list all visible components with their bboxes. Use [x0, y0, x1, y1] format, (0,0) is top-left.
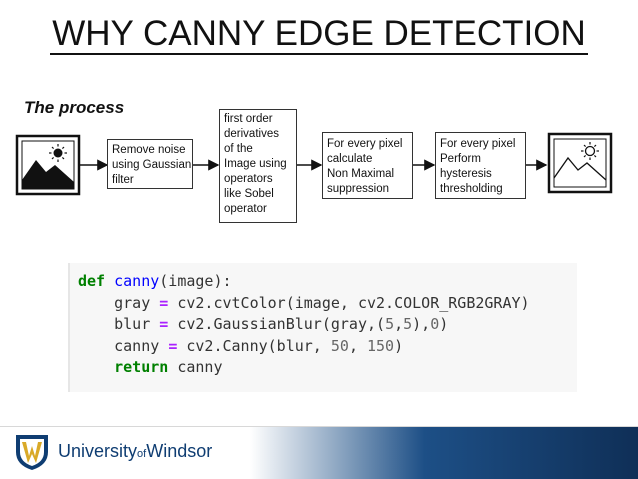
code-token: , [394, 315, 404, 333]
university-shield-icon [16, 435, 48, 470]
code-token [105, 272, 114, 290]
step-derivatives: first order derivatives of the Image usi… [219, 109, 297, 223]
code-token: cv2.GaussianBlur(gray,( [168, 315, 386, 333]
code-token: 50 [330, 336, 349, 355]
footer-band [250, 427, 638, 479]
code-token: blur [78, 315, 160, 333]
code-line: blur = cv2.GaussianBlur(gray,(5,5),0) [78, 314, 577, 336]
code-token: def [78, 272, 106, 290]
code-token: 5 [385, 315, 395, 333]
code-token: 5 [403, 315, 413, 333]
step-non-max-suppression: For every pixel calculate Non Maximal su… [322, 132, 413, 199]
code-block: def canny(image): gray = cv2.cvtColor(im… [68, 263, 577, 392]
code-token [78, 358, 114, 376]
flow-connectors [15, 132, 613, 196]
code-token: return [114, 358, 169, 376]
process-flow: Remove noise using Gaussian filter first… [15, 109, 613, 223]
code-token: cv2.Canny(blur, [177, 336, 331, 355]
code-token: canny [168, 358, 223, 376]
code-token: = [168, 336, 178, 355]
code-token: , [348, 336, 367, 355]
university-logo-text: UniversityofWindsor [58, 441, 213, 461]
slide-title: WHY CANNY EDGE DETECTION [50, 14, 588, 55]
process-subtitle: The process [24, 98, 125, 117]
code-line: return canny [78, 357, 577, 379]
code-line: gray = cv2.cvtColor(image, cv2.COLOR_RGB… [78, 293, 577, 315]
code-token: gray [78, 293, 160, 312]
code-token: ) [439, 315, 449, 333]
code-token: ) [394, 336, 404, 355]
code-token: canny [114, 272, 160, 290]
code-token: canny [78, 336, 169, 355]
code-token: = [159, 315, 169, 333]
code-token: cv2.cvtColor(image, cv2.COLOR_RGB2GRAY) [168, 293, 530, 312]
footer: UniversityofWindsor [0, 426, 638, 479]
code-token: ), [412, 315, 431, 333]
code-token: 0 [430, 315, 440, 333]
code-token: 150 [367, 336, 395, 355]
step-hysteresis-thresholding: For every pixel Perform hysteresis thres… [435, 132, 526, 199]
code-token: (image): [159, 272, 232, 290]
edge-image-icon [547, 132, 613, 194]
code-line: canny = cv2.Canny(blur, 50, 150) [78, 336, 577, 358]
image-icon [15, 134, 81, 196]
code-token: = [159, 293, 169, 312]
step-remove-noise: Remove noise using Gaussian filter [107, 139, 193, 189]
code-line: def canny(image): [78, 271, 577, 293]
